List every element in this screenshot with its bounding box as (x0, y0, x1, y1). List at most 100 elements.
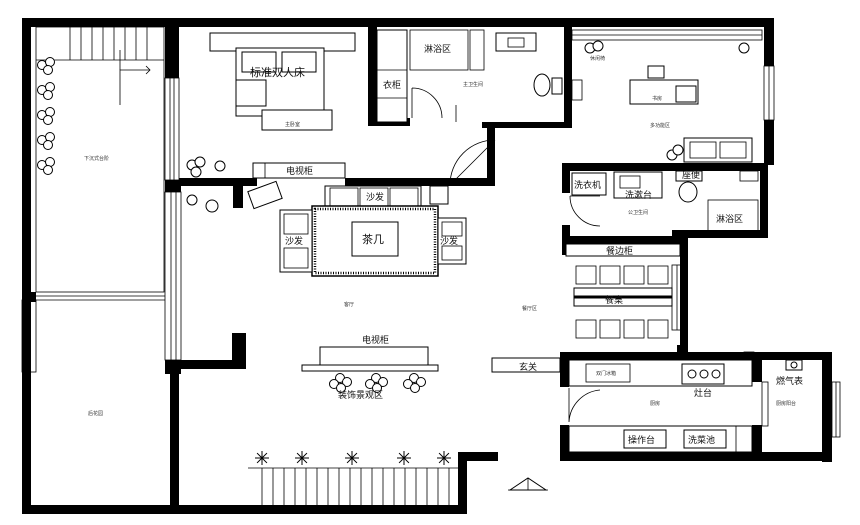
fridge-label: 双门冰箱 (596, 370, 616, 377)
sideboard (565, 243, 681, 257)
plant-leaf (296, 452, 303, 459)
sofa-right (437, 217, 467, 265)
dining-chair (647, 319, 669, 339)
decor-area-label: 装饰景观区 (338, 389, 383, 401)
sofa-top (324, 185, 449, 209)
plant-icon (37, 57, 55, 175)
dining-chair (623, 319, 645, 339)
master-vanity (495, 32, 537, 52)
plant-leaf (301, 452, 308, 459)
dining-table (573, 265, 673, 339)
plant-leaf (351, 457, 358, 464)
guest-bath-label: 公卫生间 (628, 209, 648, 216)
kitchen-balcony-label: 厨房阳台 (776, 400, 796, 407)
master-shower (409, 29, 485, 71)
plant-leaf (443, 457, 450, 464)
coffee-table (351, 221, 399, 257)
washbasin (613, 171, 663, 199)
shower-1-label: 淋浴区 (424, 43, 451, 55)
plant-leaf (346, 457, 353, 464)
plant-leaf (403, 452, 410, 459)
double-bed (209, 32, 356, 131)
windows (21, 65, 841, 438)
laundry-machine (571, 172, 607, 196)
corner-chair (247, 180, 283, 210)
plant-leaf (351, 452, 358, 459)
entrance-steps (248, 467, 458, 505)
coffee-table-label: 茶几 (362, 233, 384, 246)
plant-icon (255, 451, 451, 465)
plant-leaf (342, 377, 352, 387)
tv-cabinet-bedroom-label: 电视柜 (286, 165, 313, 177)
gas-meter (785, 359, 803, 371)
toilet-icon (675, 170, 703, 203)
walls (22, 18, 832, 514)
tv-cabinet-bedroom (252, 162, 346, 179)
gas-meter-label: 燃气表 (776, 375, 803, 387)
plant-leaf (398, 457, 405, 464)
plant-leaf (378, 377, 388, 387)
washbasin-label: 洗漱台 (625, 189, 652, 201)
kitchen-label: 厨房 (650, 400, 660, 407)
staircase-label: 下沉式台阶 (84, 155, 109, 162)
tv-cabinet-main-label: 电视柜 (362, 334, 389, 346)
dining-room-label: 餐厅区 (522, 305, 537, 312)
plant-icon (186, 194, 219, 213)
sofa-right-label: 沙发 (440, 235, 458, 247)
prep-counter-label: 操作台 (628, 434, 655, 446)
dining-chair (575, 265, 597, 285)
study-desk (571, 29, 763, 105)
wardrobe (376, 29, 408, 123)
plant-leaf (443, 452, 450, 459)
sink-label: 洗菜池 (688, 434, 715, 446)
leisure-chair-label: 休闲椅 (590, 55, 605, 62)
plant-leaf (403, 457, 410, 464)
plant-icon (186, 156, 226, 178)
back-garden-label: 后花园 (88, 410, 103, 417)
toilet-label: 座便 (682, 169, 700, 181)
plant-leaf (301, 457, 308, 464)
toilet-icon (533, 73, 563, 97)
plant-leaf (43, 90, 53, 100)
guest-shower (707, 199, 759, 237)
entrance-cabinet (491, 357, 561, 373)
sideboard-label: 餐边柜 (606, 245, 633, 257)
stove-label: 灶台 (694, 387, 712, 399)
plant-leaf (256, 452, 263, 459)
plant-leaf (438, 452, 445, 459)
laundry-label: 洗衣机 (574, 179, 601, 191)
dining-chair (599, 319, 621, 339)
plant-leaf (261, 452, 268, 459)
leisure-sofa (683, 137, 753, 163)
plant-leaf (398, 452, 405, 459)
sofa-left (279, 209, 313, 273)
plant-leaf (43, 65, 53, 75)
dining-table-label: 餐桌 (605, 294, 623, 306)
plant-leaf (346, 452, 353, 459)
sofa-left-label: 沙发 (285, 235, 303, 247)
sofa-top-label: 沙发 (366, 191, 384, 203)
plant-leaf (43, 140, 53, 150)
kitchen-counter-bottom (568, 425, 753, 453)
entrance-label: 玄关 (519, 361, 537, 373)
north-arrow-icon (508, 477, 548, 491)
plant-leaf (43, 115, 53, 125)
master-bedroom-label: 主卧室 (285, 121, 300, 128)
plant-icon (584, 40, 750, 161)
plant-leaf (43, 165, 53, 175)
dining-chair (647, 265, 669, 285)
plant-leaf (261, 457, 268, 464)
plant-leaf (416, 377, 426, 387)
plant-leaf (336, 383, 346, 393)
plant-leaf (410, 383, 420, 393)
stove-burners-icon (681, 363, 725, 385)
dining-chair (575, 319, 597, 339)
living-room-label: 客厅 (344, 301, 354, 308)
multi-room-label: 多功能区 (650, 122, 670, 129)
shower-2-label: 淋浴区 (716, 213, 743, 225)
double-bed-label: 标准双人床 (250, 65, 305, 79)
study-label: 书房 (652, 95, 662, 102)
tv-cabinet-main (301, 346, 439, 372)
plant-icon (329, 373, 426, 393)
